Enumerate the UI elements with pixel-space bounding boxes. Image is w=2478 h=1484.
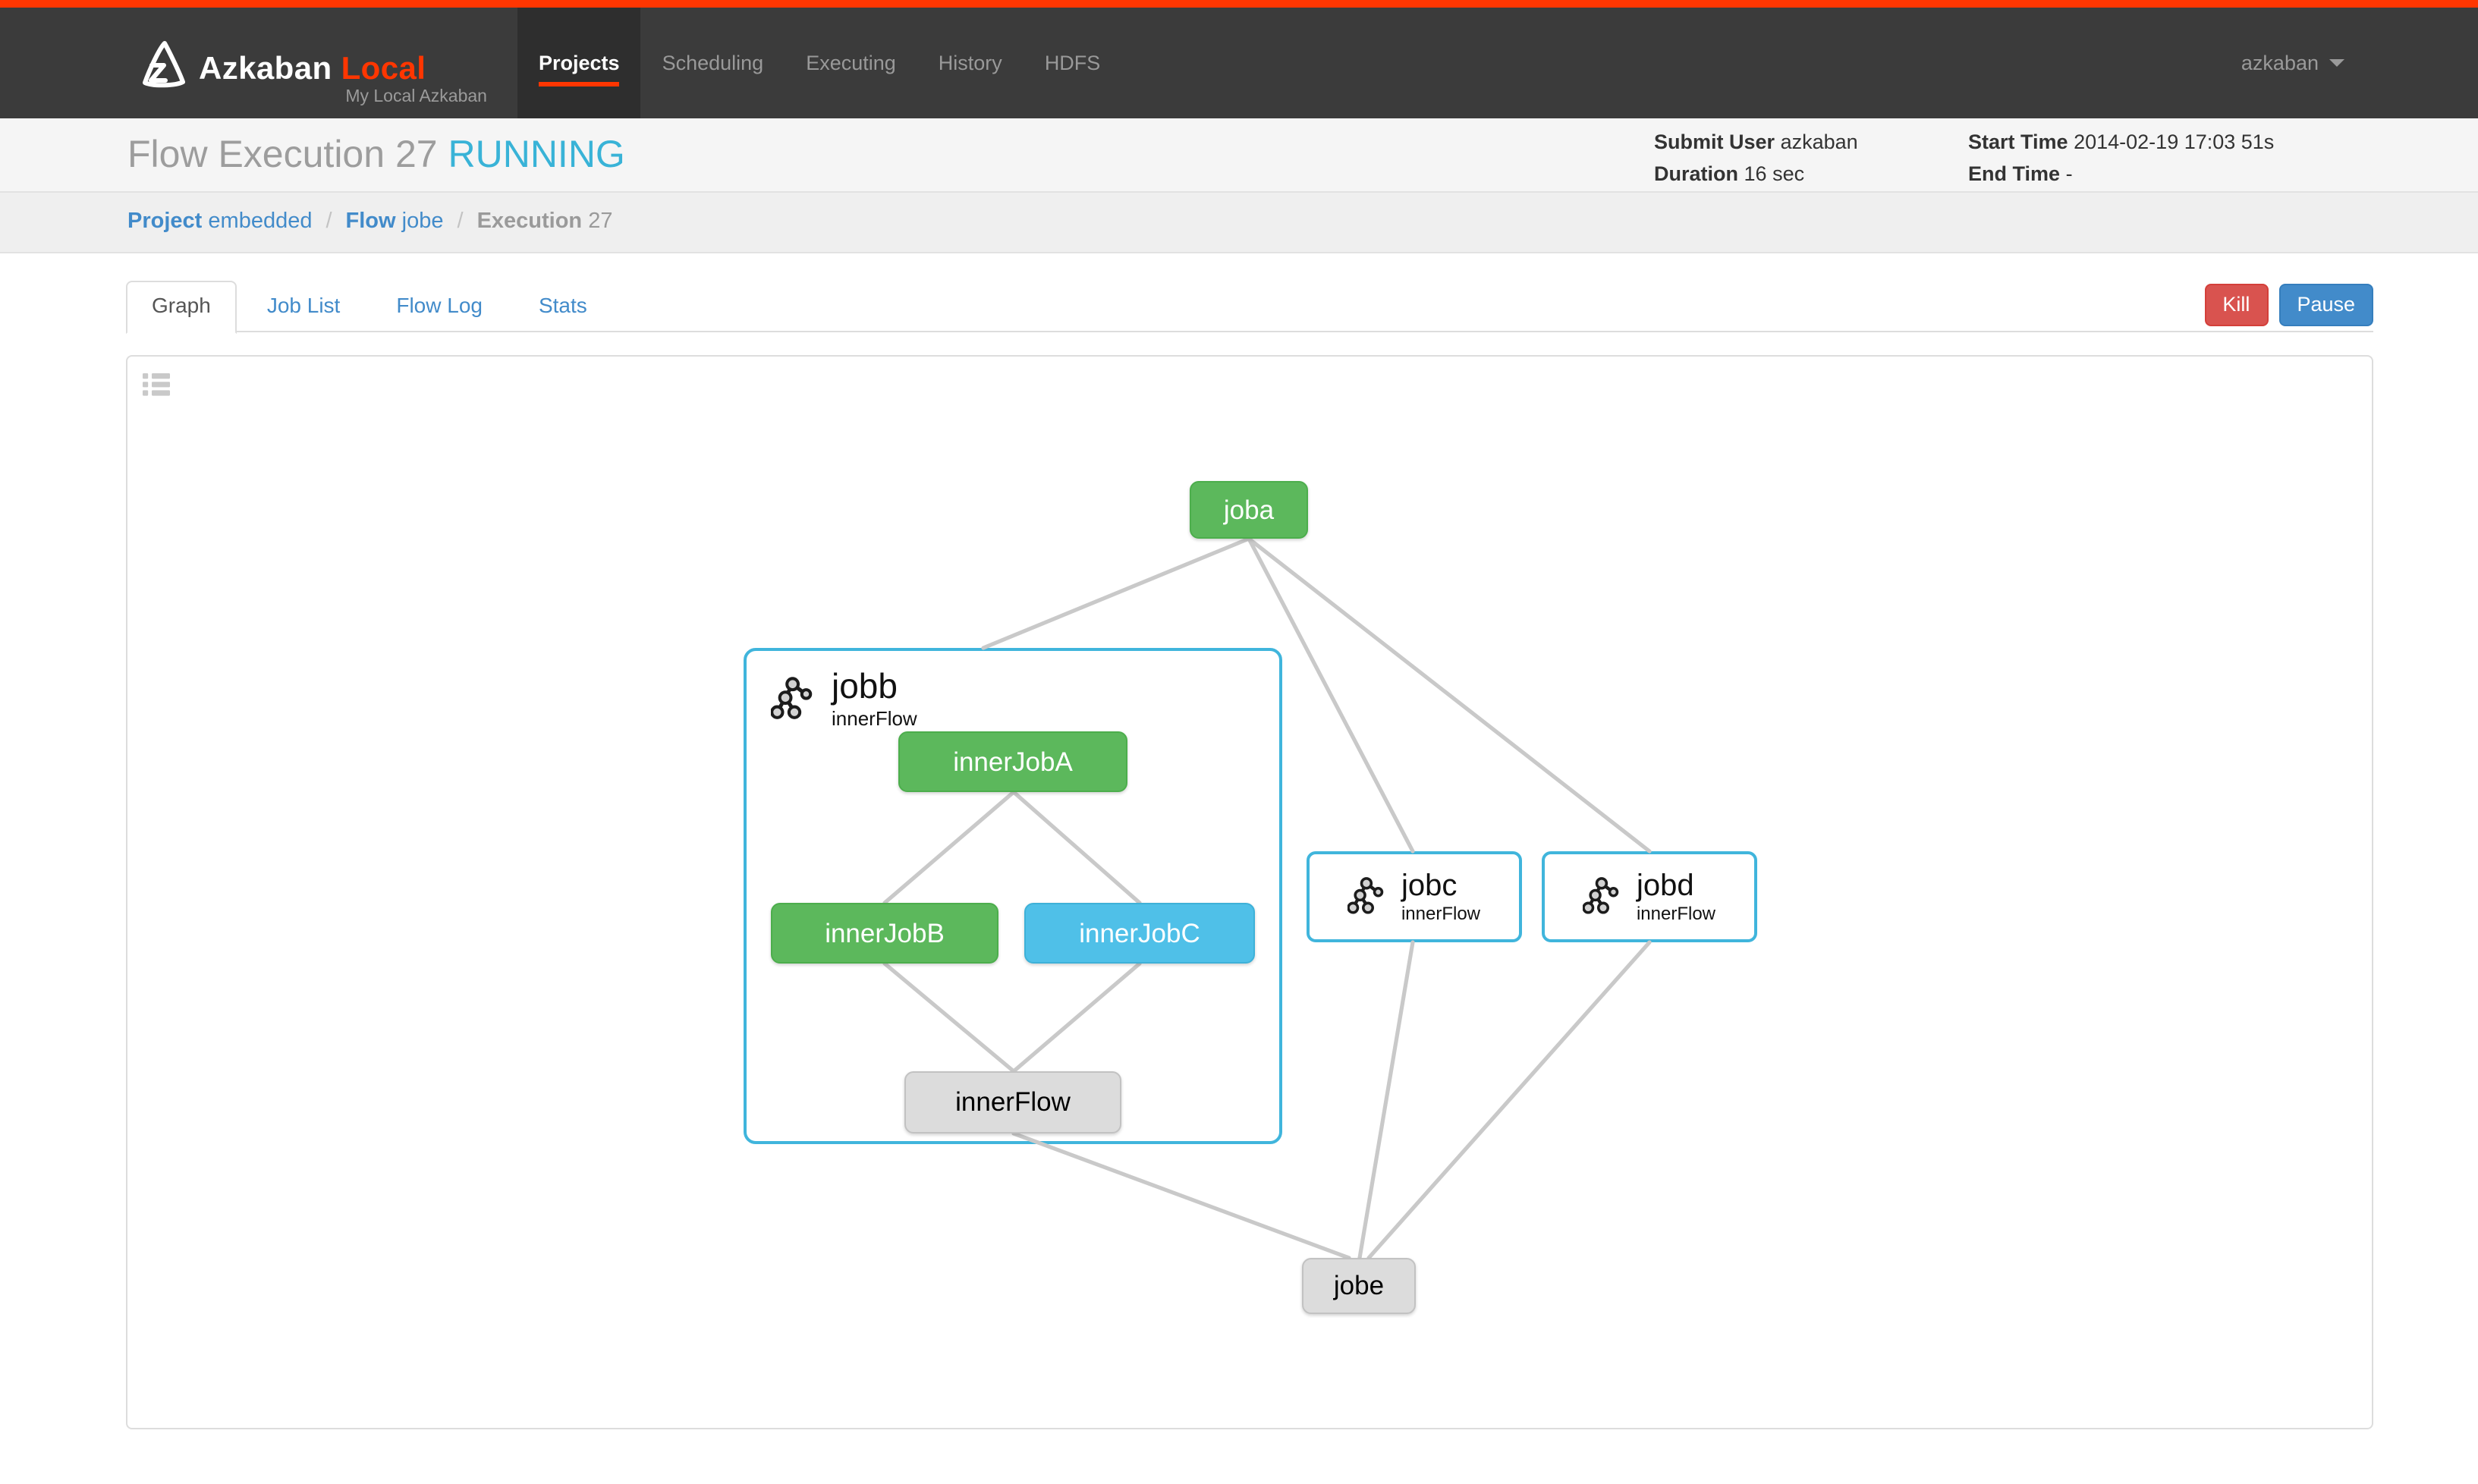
breadcrumb-execution-label: Execution: [476, 209, 583, 234]
start-time-info: Start Time 2014-02-19 17:03 51s: [1968, 130, 2275, 153]
flow-graph-panel: jobb innerFlow jobc: [126, 355, 2373, 1429]
main-nav: Projects Scheduling Executing History HD…: [517, 8, 1121, 118]
flow-tree-icon: [1583, 877, 1620, 914]
brand-accent: Local: [341, 52, 426, 86]
breadcrumb-project-label[interactable]: Project: [127, 209, 203, 234]
embedded-flow-jobb[interactable]: jobb innerFlow: [744, 648, 1282, 1144]
breadcrumb-project-value[interactable]: embedded: [208, 209, 313, 234]
flow-node-subtitle: innerFlow: [1636, 903, 1716, 924]
caret-down-icon: [2329, 59, 2344, 67]
brand-name: Azkaban: [199, 52, 332, 86]
tab-stats[interactable]: Stats: [538, 293, 587, 317]
breadcrumb-flow-label[interactable]: Flow: [345, 209, 396, 234]
job-node-innerFlow[interactable]: innerFlow: [904, 1071, 1121, 1133]
top-navbar: Azkaban Local My Local Azkaban Projects …: [0, 8, 2478, 118]
nav-item-projects[interactable]: Projects: [517, 8, 641, 118]
job-node-jobe[interactable]: jobe: [1302, 1258, 1416, 1314]
user-name: azkaban: [2241, 52, 2319, 74]
nav-item-scheduling[interactable]: Scheduling: [662, 52, 764, 74]
azkaban-logo-icon: [143, 41, 185, 88]
user-menu[interactable]: azkaban: [2241, 8, 2344, 118]
flow-node-title: jobc: [1401, 869, 1458, 903]
flow-node-subtitle: innerFlow: [1401, 903, 1481, 924]
accent-top-strip: [0, 0, 2478, 8]
execution-id: 27: [395, 134, 438, 176]
embedded-flow-jobc[interactable]: jobc innerFlow: [1307, 851, 1522, 942]
breadcrumb: Project embedded / Flow jobe / Execution 27: [0, 193, 2478, 253]
brand-title: Azkaban Local: [199, 52, 426, 88]
embedded-flow-jobd[interactable]: jobd innerFlow: [1542, 851, 1757, 942]
tab-job-list[interactable]: Job List: [266, 293, 341, 317]
breadcrumb-separator: /: [325, 209, 332, 234]
submit-user-info: Submit User azkaban: [1654, 130, 1858, 153]
flow-tree-icon: [771, 676, 813, 719]
flow-node-title: jobb: [832, 666, 898, 706]
job-node-innerJobA[interactable]: innerJobA: [898, 731, 1127, 792]
nav-item-history[interactable]: History: [938, 52, 1002, 74]
flow-node-title: jobd: [1636, 869, 1694, 903]
flow-node-subtitle: innerFlow: [832, 707, 917, 731]
breadcrumb-separator: /: [457, 209, 464, 234]
list-icon[interactable]: [143, 373, 170, 396]
job-node-joba[interactable]: joba: [1190, 481, 1308, 539]
end-time-info: End Time -: [1968, 162, 2073, 185]
page-header: Flow Execution 27 RUNNING Submit User az…: [0, 118, 2478, 193]
tab-graph[interactable]: Graph: [126, 281, 237, 334]
pause-button[interactable]: Pause: [2278, 284, 2373, 326]
status-badge: RUNNING: [448, 134, 625, 176]
breadcrumb-execution-value: 27: [588, 209, 613, 234]
nav-item-hdfs[interactable]: HDFS: [1044, 52, 1101, 74]
duration-info: Duration 16 sec: [1654, 162, 1805, 185]
flow-tree-icon: [1347, 877, 1385, 914]
brand-subtitle: My Local Azkaban: [345, 88, 487, 106]
tab-flow-log[interactable]: Flow Log: [396, 293, 483, 317]
kill-button[interactable]: Kill: [2204, 284, 2269, 326]
job-node-innerJobB[interactable]: innerJobB: [771, 903, 998, 964]
nav-item-executing[interactable]: Executing: [806, 52, 896, 74]
job-node-innerJobC[interactable]: innerJobC: [1024, 903, 1255, 964]
page-title: Flow Execution 27 RUNNING: [127, 134, 625, 176]
breadcrumb-flow-value[interactable]: jobe: [401, 209, 444, 234]
tab-bar: Graph Job List Flow Log Stats Kill Pause: [126, 281, 2373, 334]
